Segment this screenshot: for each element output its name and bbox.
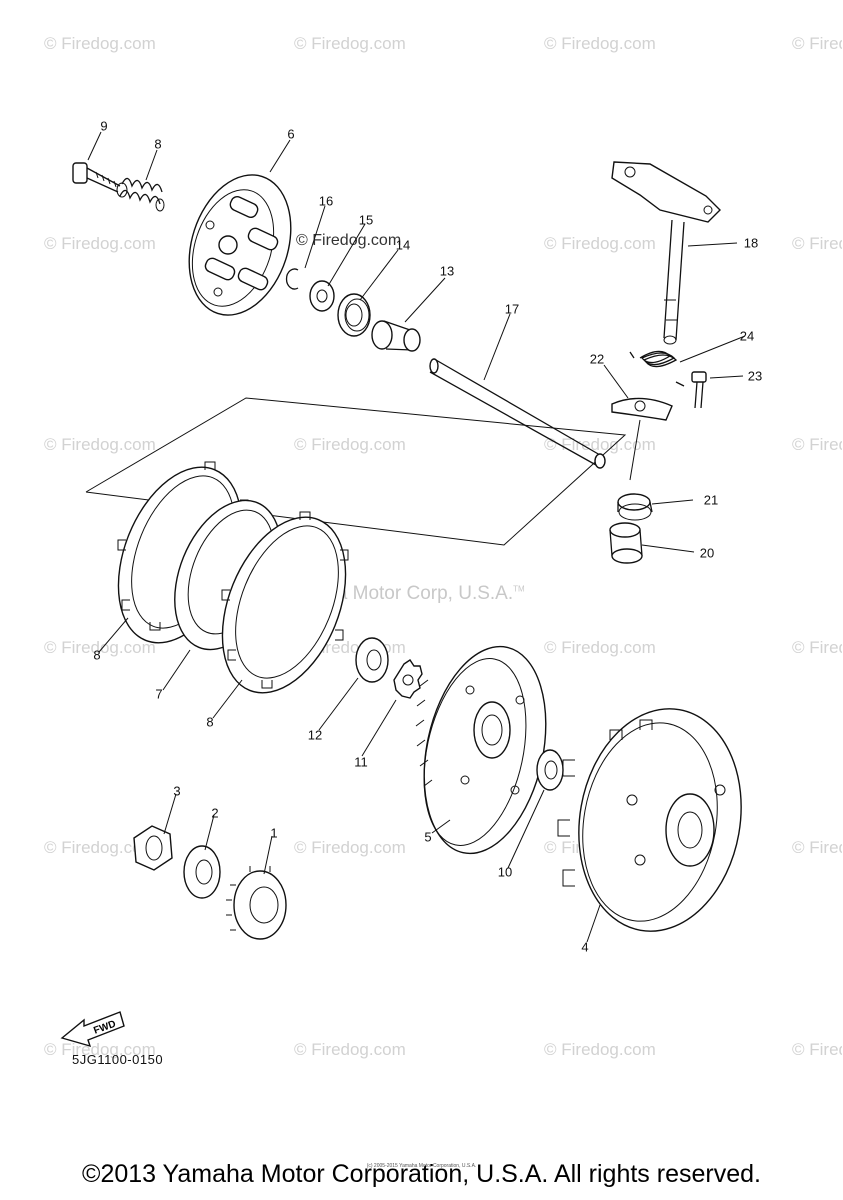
copyright-footer: ©2013 Yamaha Motor Corporation, U.S.A. A…: [82, 1160, 761, 1188]
callout-3: 3: [173, 783, 181, 799]
part-23-screw: [691, 371, 707, 409]
watermark: © Firedog.com: [792, 435, 842, 454]
part-3-nut: [133, 825, 173, 871]
callout-13: 12: [307, 727, 323, 743]
watermark: © Firedog.com: [792, 838, 842, 857]
callout-15: 14: [395, 237, 411, 253]
leader-lines: [87, 131, 746, 943]
callout-7: 7: [155, 686, 163, 702]
callout-12: 11: [354, 754, 368, 770]
part-15-bearing: [337, 293, 371, 337]
part-21-oil-seal: [617, 493, 653, 521]
callout-4: 4: [581, 939, 589, 955]
watermark: © Firedog.com: [544, 234, 656, 253]
part-1-gear: [226, 866, 287, 940]
watermark: © Firedog.com: [544, 1040, 656, 1059]
watermark: © Firedog.com: [792, 34, 842, 53]
watermark: © Firedog.com: [294, 838, 406, 857]
part-22-plate: [611, 397, 673, 421]
watermark: © Firedog.com: [44, 638, 156, 657]
part-8-friction-plate-b: [221, 511, 349, 694]
watermark: © Firedog.com: [544, 638, 656, 657]
watermark: © Firedog.com: [44, 435, 156, 454]
callout-18: 17: [504, 301, 520, 317]
watermark: © Firedog.com: [544, 435, 656, 454]
part-9-spring: [116, 177, 165, 212]
callout-17: 16: [318, 193, 334, 209]
part-6-pressure-plate: [188, 174, 292, 316]
watermark: © Firedog.com: [544, 34, 656, 53]
part-13-washer: [355, 637, 389, 683]
small-copyright: (c) 2005-2015 Yamaha Motor Corporation, …: [366, 1163, 477, 1169]
watermark: © Firedog.com: [44, 1040, 156, 1059]
callout-9: 8: [154, 136, 162, 152]
diagram-code: 5JG1100-0150: [72, 1052, 164, 1067]
callout-22: 22: [589, 351, 605, 367]
watermark: © Firedog.com: [44, 838, 156, 857]
callout-14: 13: [439, 263, 455, 279]
part-4-clutch-housing: [557, 708, 742, 932]
mid-watermark: © Firedog.com: [296, 232, 402, 249]
callout-6: 6: [287, 126, 295, 142]
part-11-washer: [536, 749, 564, 791]
callout-19: 18: [743, 235, 759, 251]
watermark: © Firedog.com: [792, 1040, 842, 1059]
part-14-push-piece: [371, 320, 421, 352]
callout-24: 24: [739, 328, 755, 344]
callout-1: 1: [270, 825, 278, 841]
watermark: © Firedog.com: [792, 638, 842, 657]
watermark: © Firedog.com: [44, 234, 156, 253]
part-18-push-rod: [429, 358, 606, 469]
trademark-mark: TM: [513, 584, 525, 594]
watermark: © Firedog.com: [44, 34, 156, 53]
watermark: © Firedog.com: [792, 234, 842, 253]
callout-2: 2: [211, 805, 219, 821]
part-17-circlip: [285, 268, 299, 290]
callout-21: 21: [703, 492, 719, 508]
callout-5: 5: [424, 829, 432, 845]
alignment-outline: [85, 397, 627, 546]
part-16-washer: [309, 280, 335, 312]
callout-8: 8: [93, 647, 101, 663]
part-10-bolt: [72, 162, 121, 193]
part-12-lock-washer: [393, 659, 423, 699]
callout-16: 15: [358, 212, 374, 228]
callout-23: 23: [747, 368, 763, 384]
callout-10: 9: [100, 118, 108, 134]
part-2-washer: [183, 845, 221, 899]
callout-8: 8: [206, 714, 214, 730]
callout-20: 20: [699, 545, 715, 561]
watermark: © Firedog.com: [294, 435, 406, 454]
part-24-spring: [629, 350, 685, 387]
callout-11: 10: [497, 864, 513, 880]
fwd-arrow-icon: FWD: [60, 1011, 125, 1048]
watermark: © Firedog.com: [294, 34, 406, 53]
watermark: © Firedog.com: [294, 1040, 406, 1059]
part-19-push-lever-shaft: [611, 161, 721, 345]
part-20-bearing: [609, 522, 643, 564]
